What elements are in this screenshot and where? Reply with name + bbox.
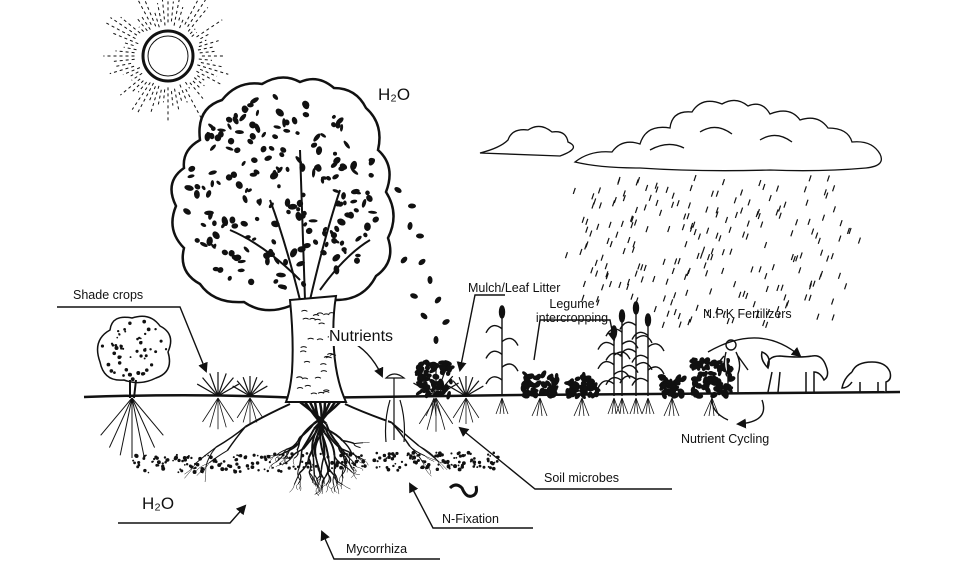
shade-tree [96, 315, 172, 458]
label-n-fixation: N-Fixation [442, 512, 499, 526]
root-system [184, 401, 458, 497]
tree-canopy [170, 76, 395, 312]
cloud-icon [479, 99, 883, 172]
worm-icon [448, 483, 478, 498]
falling-leaves [394, 186, 450, 344]
rain-icon [564, 174, 861, 329]
label-legume-line1: Legume [549, 297, 595, 311]
label-soil-microbes: Soil microbes [544, 471, 620, 485]
label-npk-fertilizers: N.P.K Fertilizers [703, 307, 792, 321]
label-mycorrhiza: Mycorrhiza [346, 542, 408, 556]
mushroom-icon [384, 373, 406, 443]
cow-figure [841, 361, 892, 392]
label-shade-crops: Shade crops [73, 288, 144, 302]
label-legume-line2: intercropping [535, 311, 609, 325]
crop-plants [196, 370, 484, 432]
label-nutrients: Nutrients [329, 328, 394, 346]
label-h2o-soil: H₂O [142, 494, 175, 513]
label-h2o-sky: H₂O [378, 85, 411, 104]
legume-bushes [414, 357, 736, 417]
leader-lines [57, 294, 802, 560]
horse-figure [760, 350, 829, 393]
label-legume: Legume intercropping [531, 297, 613, 325]
tree-trunk [284, 294, 348, 403]
label-nutrient-cycling: Nutrient Cycling [681, 432, 770, 446]
sun-icon [103, 0, 229, 123]
soil-particles [132, 450, 500, 474]
label-mulch: Mulch/Leaf Litter [468, 281, 561, 295]
ground-line [83, 390, 901, 400]
